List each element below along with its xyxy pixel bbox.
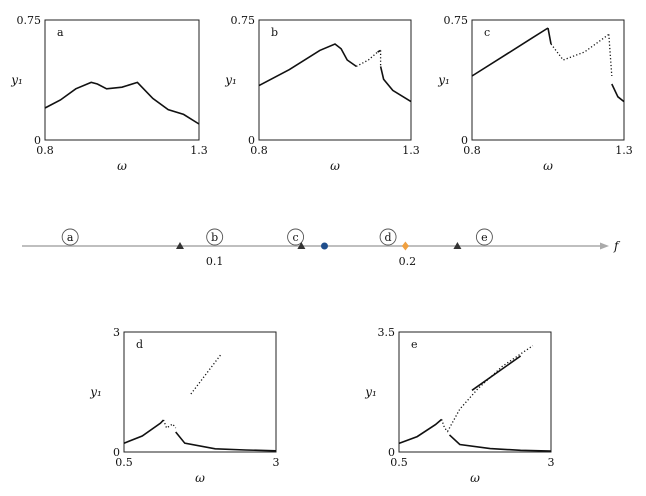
series-line-dotted	[550, 33, 610, 61]
x-tick-label: 0.8	[463, 144, 481, 157]
bifurcation-marker-triangle	[297, 242, 306, 249]
x-axis-label: ω	[543, 159, 553, 173]
parameter-tick-label: 0.1	[206, 255, 224, 268]
plot-frame	[471, 19, 625, 141]
x-tick-label: 0.8	[36, 144, 54, 157]
x-axis-label: ω	[195, 471, 205, 485]
bifurcation-marker-diamond	[401, 241, 409, 251]
x-tick-label: 0.5	[390, 456, 408, 469]
series-line-solid	[44, 81, 200, 125]
y-axis-label: y₁	[437, 73, 450, 87]
region-marker-circle	[287, 228, 305, 246]
region-marker-label: a	[67, 231, 74, 244]
x-tick-label: 0.5	[115, 456, 133, 469]
panel-label: a	[57, 26, 64, 39]
bifurcation-marker-triangle	[453, 242, 462, 249]
y-tick-label: 3.5	[378, 326, 396, 339]
series-line-solid	[175, 431, 277, 452]
region-marker-label: b	[211, 231, 218, 244]
x-tick-label: 3	[273, 456, 280, 469]
series-line-solid	[471, 355, 522, 391]
region-marker-label: e	[481, 231, 488, 244]
y-axis-label: y₁	[89, 385, 102, 399]
y-tick-label: 0	[34, 134, 41, 147]
y-tick-label: 3	[113, 326, 120, 339]
series-line-solid	[448, 434, 552, 452]
series-line-solid	[611, 83, 625, 103]
x-tick-label: 3	[548, 456, 555, 469]
series-line-solid	[398, 418, 443, 445]
y-axis-label: y₁	[364, 385, 377, 399]
region-marker-circle	[206, 228, 224, 246]
series-line-dotted	[608, 34, 613, 77]
panel-b: b 0.8 1.3 0 0.75 ω y₁	[224, 14, 420, 173]
plot-frame	[398, 331, 552, 453]
series-line-solid	[258, 43, 357, 87]
panel-label: d	[136, 338, 143, 351]
series-line-solid	[471, 27, 549, 77]
panel-e: e 0.5 3 0 3.5 ω y₁	[364, 326, 554, 485]
x-axis-label: ω	[117, 159, 127, 173]
region-marker-label: d	[385, 231, 392, 244]
x-axis-label: ω	[470, 471, 480, 485]
plot-frame	[258, 19, 412, 141]
series-line-solid	[123, 419, 165, 444]
panel-a: a 0.8 1.3 0 0.75 ω y₁	[10, 14, 208, 173]
y-axis-label: y₁	[224, 73, 237, 87]
plot-frame	[123, 331, 277, 453]
bifurcation-marker-triangle	[175, 242, 184, 249]
parameter-axis: f 0.1 0.2 a b c d e	[22, 228, 621, 268]
region-marker-circle	[379, 228, 397, 246]
region-marker-circle	[475, 228, 493, 246]
y-tick-label: 0	[388, 446, 395, 459]
bifurcation-marker-circle	[320, 242, 328, 250]
y-tick-label: 0	[461, 134, 468, 147]
y-tick-label: 0	[248, 134, 255, 147]
panel-d: d 0.5 3 0 3 ω y₁	[89, 326, 279, 485]
series-line-dotted	[162, 419, 177, 429]
x-tick-label: 1.3	[402, 144, 420, 157]
panel-label: e	[411, 338, 418, 351]
x-tick-label: 0.8	[250, 144, 268, 157]
y-tick-label: 0.75	[231, 14, 256, 27]
x-axis-label: ω	[330, 159, 340, 173]
series-line-dotted	[440, 345, 534, 433]
region-marker-label: c	[293, 231, 299, 244]
y-axis-label: y₁	[10, 73, 23, 87]
x-tick-label: 1.3	[190, 144, 208, 157]
series-line-dotted	[355, 51, 379, 67]
parameter-axis-label: f	[613, 239, 621, 253]
series-line-solid	[547, 27, 552, 45]
y-tick-label: 0.75	[17, 14, 42, 27]
y-tick-label: 0.75	[444, 14, 469, 27]
parameter-tick-label: 0.2	[399, 255, 417, 268]
panel-label: c	[484, 26, 490, 39]
y-tick-label: 0	[113, 446, 120, 459]
x-tick-label: 1.3	[615, 144, 633, 157]
series-line-dotted	[190, 353, 222, 395]
series-line-solid	[379, 66, 412, 103]
panel-c: c 0.8 1.3 0 0.75 ω y₁	[437, 14, 633, 173]
parameter-axis-arrowhead	[600, 242, 609, 250]
panel-label: b	[271, 26, 278, 39]
region-marker-circle	[61, 228, 79, 246]
plot-frame	[44, 19, 200, 141]
